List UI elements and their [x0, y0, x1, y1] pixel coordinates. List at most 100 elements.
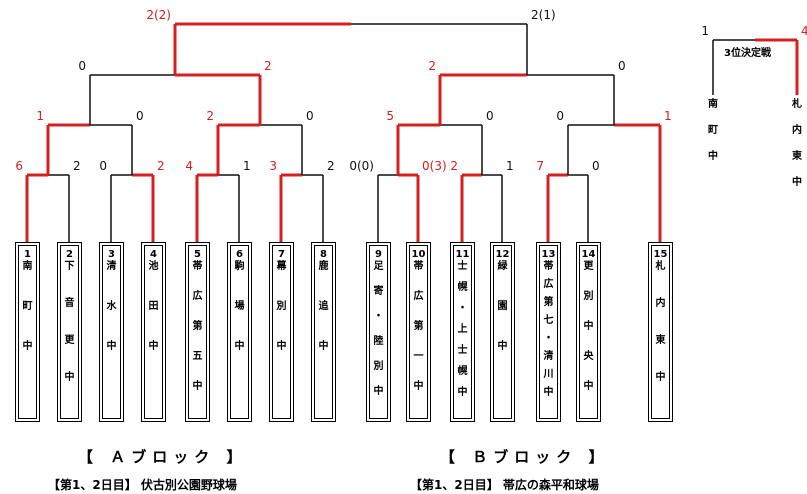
r2-match-2-right-score: 0 — [306, 109, 314, 123]
team-name: 帯広第一中 — [413, 260, 424, 392]
third-place-char: 札 — [792, 99, 802, 110]
r1-match-6-left-score: 2 — [450, 159, 458, 173]
third-place-char: 町 — [708, 125, 718, 136]
team-number: 9 — [375, 249, 382, 260]
r3-match-1-right-score: 2 — [264, 59, 272, 73]
block-a-title: 【 Ａブロック 】 — [78, 448, 248, 466]
r1-match-5-right-score: 0(3) — [422, 159, 447, 173]
r2-match-3-right-score: 0 — [486, 109, 494, 123]
third-place-match-right-score: 4 — [801, 24, 807, 38]
third-place-char: 中 — [708, 151, 718, 162]
third-place-right-team: 札内東中 — [790, 95, 804, 199]
team-number: 1 — [24, 249, 31, 260]
r2-match-3-left-score: 5 — [386, 109, 394, 123]
r1-match-2-right-score: 2 — [157, 159, 165, 173]
block-b-title: 【 Ｂブロック 】 — [440, 448, 610, 466]
team-name: 札内東中 — [655, 260, 666, 383]
final-match-left-score: 2(2) — [146, 8, 171, 22]
r1-match-4-left-score: 3 — [269, 159, 277, 173]
team-name: 帯広第五中 — [192, 260, 203, 392]
team-number: 8 — [320, 249, 327, 260]
team-name: 南町中 — [22, 260, 33, 352]
block-a-venue: 【第1、2日目】 伏古別公園野球場 — [48, 478, 237, 492]
block-b-venue: 【第1、2日目】 帯広の森平和球場 — [410, 478, 599, 492]
team-name: 清水中 — [106, 260, 117, 352]
final-match-right-score: 2(1) — [531, 8, 556, 22]
team-name: 鹿追中 — [318, 260, 329, 352]
r2-match-1-right-score: 0 — [136, 109, 144, 123]
r1-match-2-left-score: 0 — [99, 159, 107, 173]
r1-match-3-left-score: 4 — [185, 159, 193, 173]
r3-match-2-left-score: 2 — [428, 59, 436, 73]
team-number: 13 — [541, 249, 556, 260]
team-name: 更別中央中 — [583, 260, 594, 392]
third-place-match-left-score: 1 — [701, 24, 709, 38]
r1-match-1-right-score: 2 — [73, 159, 81, 173]
team-number: 7 — [278, 249, 285, 260]
team-number: 11 — [455, 249, 470, 260]
r1-match-5-left-score: 0(0) — [349, 159, 374, 173]
r2-match-1-left-score: 1 — [36, 109, 44, 123]
r3-match-1-left-score: 0 — [78, 59, 86, 73]
third-place-char: 中 — [792, 177, 802, 188]
third-place-char: 内 — [792, 125, 802, 136]
team-name: 池田中 — [148, 260, 159, 352]
team-number: 5 — [194, 249, 201, 260]
third-place-left-team: 南町中 — [706, 95, 720, 173]
r1-match-3-right-score: 1 — [243, 159, 251, 173]
team-number: 6 — [236, 249, 243, 260]
team-number: 2 — [66, 249, 73, 260]
third-place-char: 東 — [792, 151, 802, 162]
team-name: 帯広第七・清川中 — [543, 260, 554, 398]
r2-match-2-left-score: 2 — [206, 109, 214, 123]
team-number: 3 — [108, 249, 115, 260]
r1-match-6-right-score: 1 — [506, 159, 514, 173]
team-name: 駒場中 — [234, 260, 245, 352]
team-name: 士幌・上士幌中 — [457, 260, 468, 398]
team-name: 緑園中 — [497, 260, 508, 352]
r3-match-2-right-score: 0 — [618, 59, 626, 73]
r1-match-4-right-score: 2 — [327, 159, 335, 173]
team-number: 15 — [653, 249, 668, 260]
team-name: 足寄・陸別中 — [373, 260, 384, 397]
r1-match-1-left-score: 6 — [15, 159, 23, 173]
r1-match-7-left-score: 7 — [536, 159, 544, 173]
r1-match-7-right-score: 0 — [592, 159, 600, 173]
team-number: 4 — [150, 249, 157, 260]
r2-match-4-left-score: 0 — [556, 109, 564, 123]
team-number: 12 — [495, 249, 510, 260]
team-name: 幕別中 — [276, 260, 287, 352]
third-place-title: 3位決定戦 — [724, 48, 771, 59]
team-number: 14 — [581, 249, 596, 260]
